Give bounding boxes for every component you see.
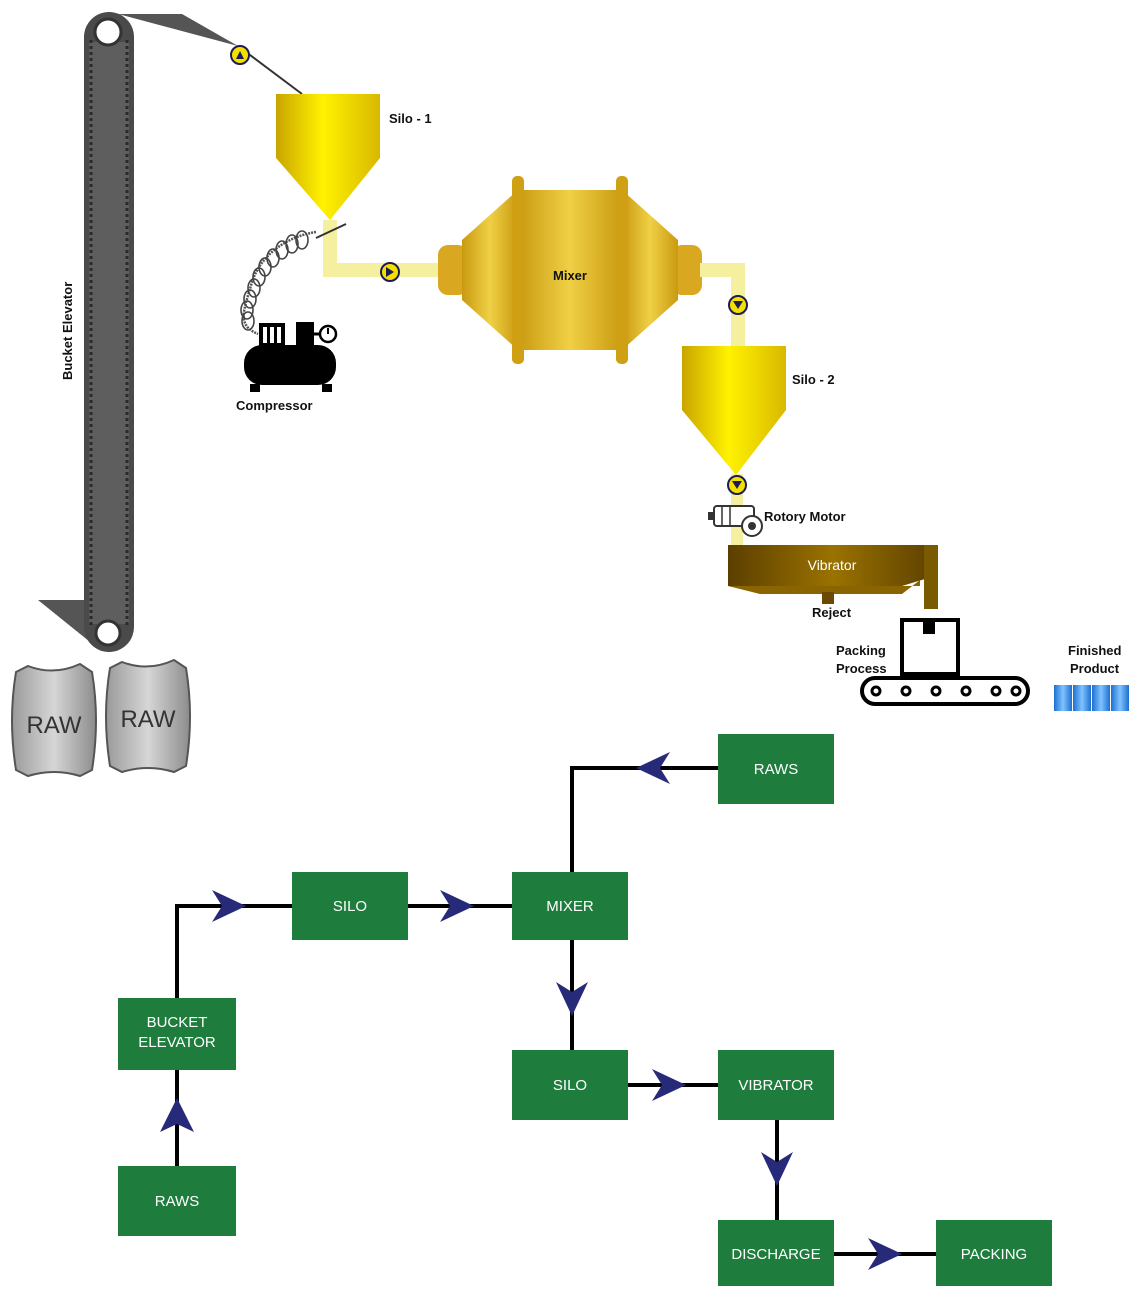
silo-1-label: Silo - 1	[389, 111, 432, 126]
flow-box-discharge-label: DISCHARGE	[731, 1246, 820, 1263]
flow-box-discharge: DISCHARGE	[718, 1220, 834, 1286]
arrow-right-icon	[652, 1069, 686, 1101]
reject-label: Reject	[812, 605, 852, 620]
arrow-right-icon	[440, 890, 474, 922]
vibrator-label: Vibrator	[808, 557, 857, 573]
vibrator: Vibrator	[728, 545, 938, 609]
flow-box-silo-a: SILO	[292, 872, 408, 940]
finished-label-line2: Product	[1070, 661, 1120, 676]
arrow-up-icon	[160, 1098, 194, 1132]
mixer: Mixer	[438, 176, 702, 364]
raw-bag-1-label: RAW	[26, 712, 81, 739]
flow-box-raws-top-label: RAWS	[754, 761, 798, 778]
arrow-right-icon	[212, 890, 246, 922]
flow-box-vibrator-label: VIBRATOR	[738, 1077, 813, 1094]
finished-product-icon	[1054, 685, 1129, 711]
arrow-left-icon	[636, 752, 670, 784]
flowchart-connectors	[175, 766, 936, 1256]
flow-box-silo-b: SILO	[512, 1050, 628, 1120]
flow-box-silo-b-label: SILO	[553, 1077, 587, 1094]
flow-indicator-icon	[728, 295, 748, 315]
silo-1-cone	[276, 158, 380, 220]
flow-box-mixer-label: MIXER	[546, 898, 594, 915]
flow-box-raws-top: RAWS	[718, 734, 834, 804]
silo-2-cone	[682, 410, 786, 475]
mixer-label: Mixer	[553, 268, 587, 283]
flowchart-arrows	[160, 752, 902, 1270]
compressor-label: Compressor	[236, 398, 313, 413]
finished-label-line1: Finished	[1068, 643, 1122, 658]
silo-1-body	[276, 94, 380, 158]
flow-indicator-icon	[230, 45, 250, 65]
flow-box-mixer: MIXER	[512, 872, 628, 940]
elevator-belt-inner	[89, 42, 129, 624]
arrow-down-icon	[556, 982, 588, 1016]
silo-1-valve	[315, 223, 347, 239]
bucket-elevator-label: Bucket Elevator	[60, 282, 75, 380]
raw-bag-2: RAW	[105, 658, 191, 774]
arrow-down-icon	[761, 1152, 793, 1186]
pipe-mixer-silo2	[700, 263, 745, 346]
flow-indicator-icon	[727, 475, 747, 495]
packing-box-icon	[900, 618, 960, 676]
flow-box-bucket-elevator: BUCKET ELEVATOR	[118, 998, 236, 1070]
raw-bag-1: RAW	[11, 662, 97, 778]
flow-box-packing-label: PACKING	[961, 1246, 1027, 1263]
rotary-motor-icon	[708, 505, 763, 537]
silo-2-body	[682, 346, 786, 410]
flow-box-raws-bottom: RAWS	[118, 1166, 236, 1236]
silo-2-label: Silo - 2	[792, 372, 835, 387]
flow-box-packing: PACKING	[936, 1220, 1052, 1286]
compressor-icon	[244, 322, 338, 392]
compressor-coil	[242, 230, 317, 336]
flow-box-bucket-label-line2: ELEVATOR	[138, 1034, 216, 1051]
pipe-silo1-mixer	[323, 220, 444, 277]
compressor-coil-loops	[240, 230, 309, 331]
flow-box-silo-a-label: SILO	[333, 898, 367, 915]
silo-2: Silo - 2	[682, 346, 835, 475]
elevator-boot-pulley	[94, 619, 122, 647]
elevator-head-pulley	[93, 17, 123, 47]
packing-label-line1: Packing	[836, 643, 886, 658]
rotary-motor-label: Rotory Motor	[764, 509, 846, 524]
arrow-right-icon	[868, 1238, 902, 1270]
bucket-elevator: Bucket Elevator	[38, 12, 238, 652]
flow-box-raws-bottom-label: RAWS	[155, 1193, 199, 1210]
flow-indicator-icon	[380, 262, 400, 282]
flow-box-bucket-label-line1: BUCKET	[147, 1014, 208, 1031]
flow-box-vibrator: VIBRATOR	[718, 1050, 834, 1120]
raw-bag-2-label: RAW	[120, 706, 175, 733]
packing-label-line2: Process	[836, 661, 887, 676]
conveyor-belt-icon	[860, 676, 1030, 706]
elevator-top-chute	[118, 14, 238, 46]
silo-1: Silo - 1	[276, 94, 432, 220]
